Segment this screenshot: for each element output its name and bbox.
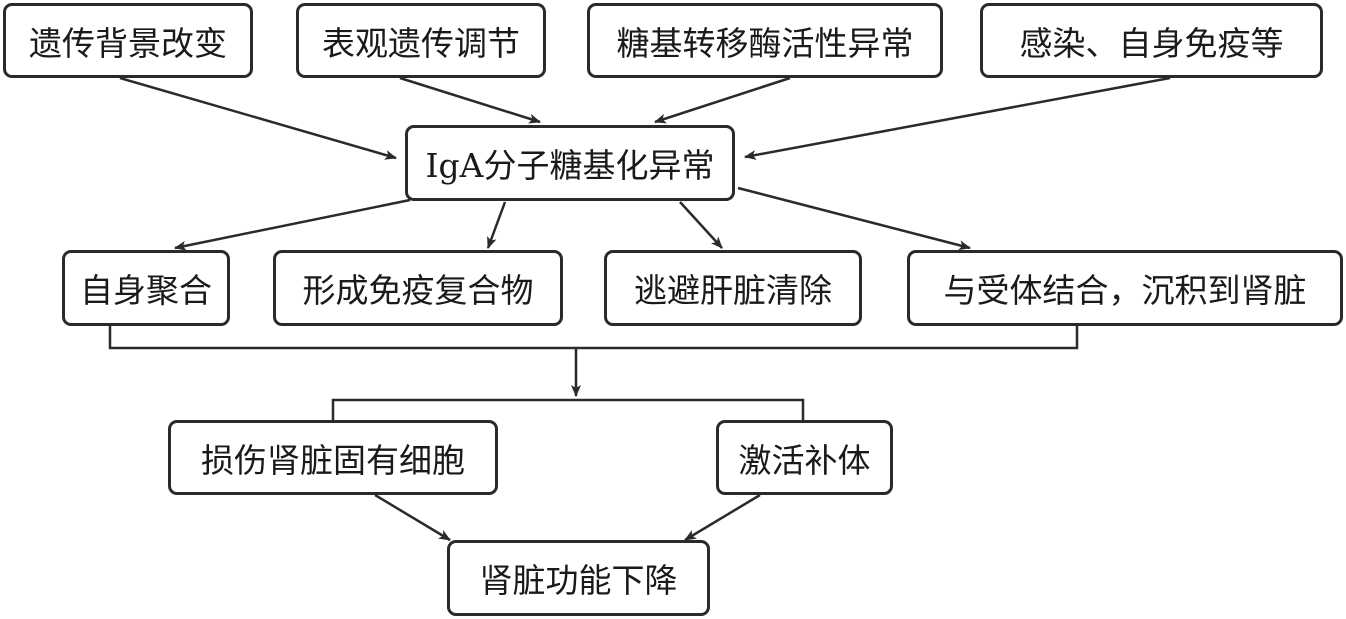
arrow-center-effect4 — [737, 186, 971, 251]
bracket-effects — [108, 325, 1079, 350]
cause-glycosyltransferase: 糖基转移酶活性异常 — [587, 3, 943, 78]
center-iga-glycosylation: IgA分子糖基化异常 — [405, 125, 735, 201]
arrow-mech1-outcome — [374, 493, 451, 542]
outcome-renal-decline: 肾脏功能下降 — [447, 540, 710, 616]
arrow-cause4-center — [744, 76, 1171, 160]
arrow-cause1-center — [119, 76, 397, 160]
cause-infection-autoimmune: 感染、自身免疫等 — [980, 3, 1323, 78]
arrow-center-effect2 — [486, 201, 507, 249]
mechanism-activate-complement: 激活补体 — [716, 420, 893, 495]
effect-immune-complex: 形成免疫复合物 — [273, 250, 563, 326]
arrow-mech2-outcome — [684, 493, 761, 542]
effect-evade-liver-clearance: 逃避肝脏清除 — [604, 250, 862, 326]
effect-self-aggregation: 自身聚合 — [62, 250, 230, 326]
cause-genetic-background: 遗传背景改变 — [3, 3, 253, 78]
effect-receptor-binding: 与受体结合，沉积到肾脏 — [907, 250, 1343, 326]
arrow-center-effect1 — [174, 198, 411, 251]
arrow-center-effect3 — [679, 201, 723, 249]
arrow-cause2-center — [399, 76, 541, 124]
cause-epigenetic-regulation: 表观遗传调节 — [296, 3, 546, 78]
mechanism-damage-renal-cells: 损伤肾脏固有细胞 — [168, 420, 498, 495]
bracket-mechanisms — [331, 398, 805, 420]
arrow-cause3-center — [654, 76, 791, 124]
